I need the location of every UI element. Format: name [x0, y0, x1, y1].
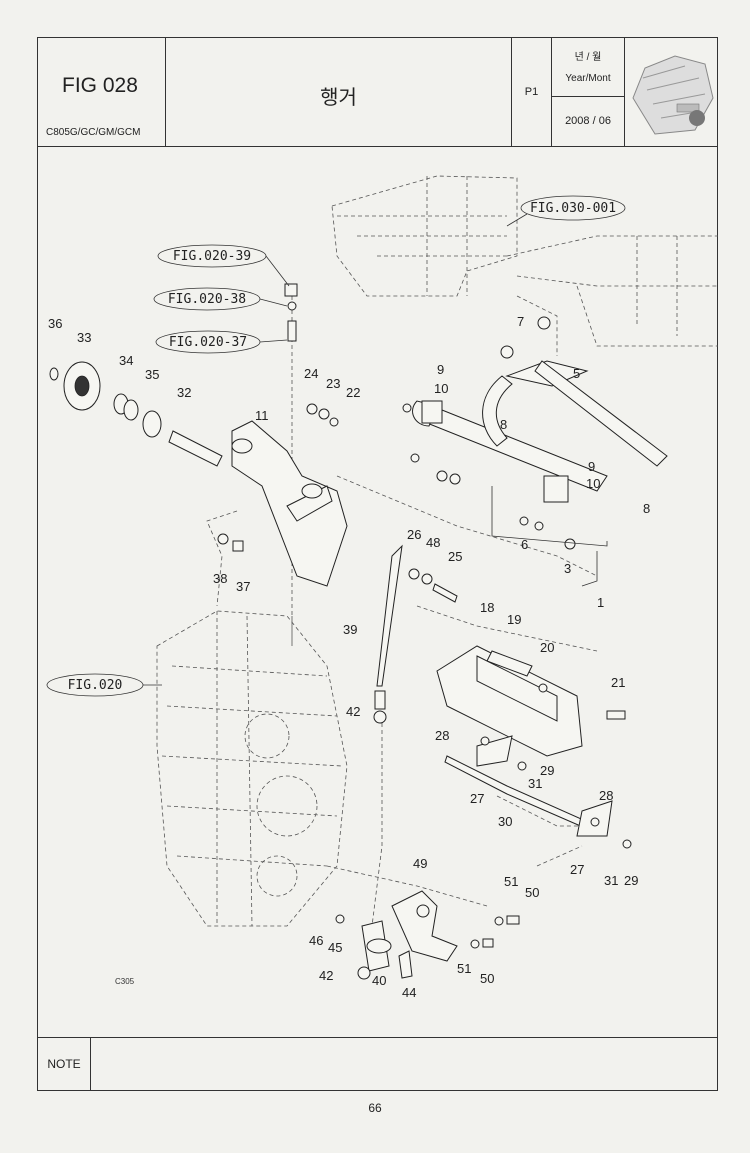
date-cell: 년 / 월 Year/Mont 2008 / 06 — [552, 38, 625, 146]
part-label-37: 37 — [236, 579, 250, 594]
part-label-27a: 27 — [470, 791, 484, 806]
part-label-25: 25 — [448, 549, 462, 564]
hanger-bracket — [217, 420, 348, 587]
part-label-33: 33 — [77, 330, 91, 345]
part-label-39: 39 — [343, 622, 357, 637]
machine-thumbnail — [625, 38, 719, 146]
date-label-kr: 년 / 월 — [574, 52, 602, 63]
part-label-9a: 9 — [437, 362, 444, 377]
fig-number: FIG 028 — [62, 74, 138, 97]
part-label-30: 30 — [498, 814, 512, 829]
date-label-en: Year/Mont — [565, 73, 611, 84]
shaft-assembly — [402, 345, 668, 587]
part-label-23: 23 — [326, 376, 340, 391]
page-title: 행거 — [320, 87, 357, 109]
lever-assembly — [436, 645, 632, 849]
drawing-frame: FIG 028 C805G/GC/GM/GCM 행거 P1 년 / 월 Year… — [37, 37, 718, 1091]
ref-text-fig030-001[interactable]: FIG.030-001 — [530, 201, 616, 216]
assembly-guide-lines — [206, 296, 607, 927]
part-label-20: 20 — [540, 640, 554, 655]
part-label-51b: 51 — [457, 961, 471, 976]
part-label-7: 7 — [517, 314, 524, 329]
part-label-50b: 50 — [480, 971, 494, 986]
part-label-19: 19 — [507, 612, 521, 627]
ref-callout-fig030-001[interactable] — [520, 195, 626, 221]
date-divider — [552, 96, 624, 97]
part-label-40: 40 — [372, 973, 386, 988]
part-label-31b: 31 — [604, 873, 618, 888]
fig-reference-callouts: FIG.030-001 FIG.020-39 FIG.020-38 FIG.02… — [46, 195, 626, 697]
chassis-frame-outline — [331, 175, 718, 356]
part-label-24: 24 — [304, 366, 318, 381]
part-label-31a: 31 — [528, 776, 542, 791]
part-label-26: 26 — [407, 527, 421, 542]
lower-bracket — [335, 890, 520, 980]
part-label-28a: 28 — [435, 728, 449, 743]
part-label-29a: 29 — [540, 763, 554, 778]
part-label-9b: 9 — [588, 459, 595, 474]
part-label-21: 21 — [611, 675, 625, 690]
sheet-label: P1 — [524, 86, 539, 98]
part-label-11: 11 — [255, 408, 269, 423]
part-label-46: 46 — [309, 933, 323, 948]
transmission-case-outline — [156, 610, 348, 927]
part-label-29b: 29 — [624, 873, 638, 888]
note-label: NOTE — [38, 1038, 91, 1090]
ref-text-fig020-37[interactable]: FIG.020-37 — [169, 335, 247, 350]
ref-text-fig020-39[interactable]: FIG.020-39 — [173, 249, 251, 264]
small-fasteners — [284, 283, 551, 603]
part-label-48: 48 — [426, 535, 440, 550]
part-label-27b: 27 — [570, 862, 584, 877]
part-number-labels: 1 3 5 6 7 8 8 9 9 10 10 11 18 19 20 21 2… — [48, 314, 650, 1000]
diagram-code: C305 — [115, 977, 135, 986]
note-row: NOTE — [38, 1037, 717, 1090]
page-cell: P1 — [512, 38, 552, 146]
title-cell: 행거 — [166, 38, 512, 146]
part-label-10a: 10 — [434, 381, 448, 396]
page-number: 66 — [368, 1101, 382, 1115]
part-label-3: 3 — [564, 561, 571, 576]
part-label-35: 35 — [145, 367, 159, 382]
exploded-parts-diagram: FIG.030-001 FIG.020-39 FIG.020-38 FIG.02… — [46, 175, 718, 1000]
part-label-42a: 42 — [346, 704, 360, 719]
title-block: FIG 028 C805G/GC/GM/GCM 행거 P1 년 / 월 Year… — [38, 38, 717, 147]
part-label-1: 1 — [597, 595, 604, 610]
model-list: C805G/GC/GM/GCM — [46, 127, 141, 138]
pulley-assembly — [49, 361, 223, 467]
part-label-10b: 10 — [586, 476, 600, 491]
fig-cell: FIG 028 C805G/GC/GM/GCM — [38, 38, 166, 146]
ref-text-fig020-38[interactable]: FIG.020-38 — [168, 292, 246, 307]
part-label-8a: 8 — [500, 417, 507, 432]
part-label-42b: 42 — [319, 968, 333, 983]
part-label-45: 45 — [328, 940, 342, 955]
adjuster-rod — [373, 544, 403, 724]
part-label-36: 36 — [48, 316, 62, 331]
part-label-18: 18 — [480, 600, 494, 615]
part-label-38: 38 — [213, 571, 227, 586]
part-label-49: 49 — [413, 856, 427, 871]
ref-text-fig020[interactable]: FIG.020 — [68, 678, 123, 693]
part-label-6: 6 — [521, 537, 528, 552]
part-label-34: 34 — [119, 353, 133, 368]
part-label-51a: 51 — [504, 874, 518, 889]
issue-date: 2008 / 06 — [565, 115, 611, 127]
part-label-50a: 50 — [525, 885, 539, 900]
part-label-32: 32 — [177, 385, 191, 400]
part-label-5: 5 — [573, 366, 580, 381]
part-label-44: 44 — [402, 985, 416, 1000]
part-label-8b: 8 — [643, 501, 650, 516]
part-label-22: 22 — [346, 385, 360, 400]
part-label-28b: 28 — [599, 788, 613, 803]
